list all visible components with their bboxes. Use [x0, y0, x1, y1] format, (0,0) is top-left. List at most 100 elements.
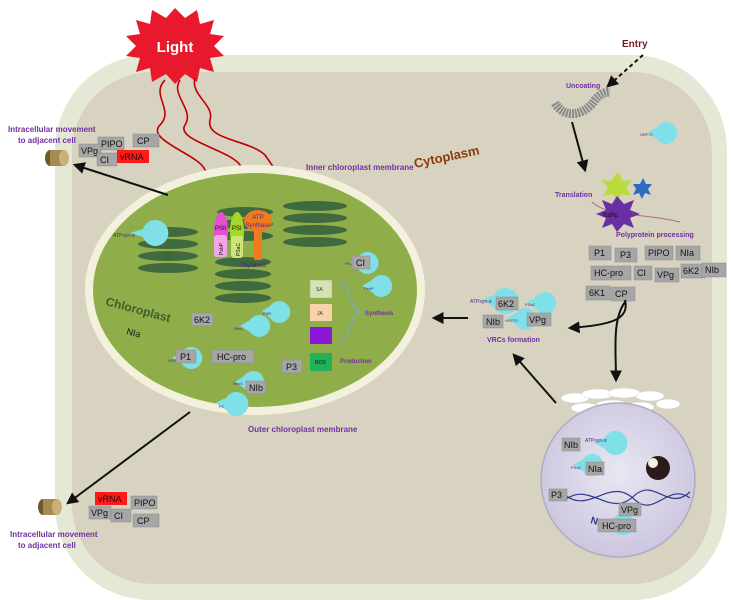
hc-pro-polyprotein-label: HC-pro	[594, 268, 623, 278]
atpsyn-host-factor	[130, 219, 169, 247]
ci-box-bottom	[110, 508, 132, 523]
nib-chloroplast-label: NIb	[249, 383, 263, 393]
pipo-bottom-label: PIPO	[134, 498, 156, 508]
atp-label: ATP	[252, 215, 263, 221]
psbp-box	[214, 235, 227, 257]
rbcl-host-factor	[240, 315, 271, 338]
light-burst: Light	[126, 8, 224, 84]
translation-star-green	[602, 172, 632, 202]
defense-molecules: SA JA ROS Synthesis Production	[309, 279, 394, 371]
synthesis-brace	[337, 281, 363, 343]
entry-arrow	[606, 54, 644, 88]
nia-box-polyprotein	[675, 245, 701, 261]
ci-bottom-label: CI	[114, 511, 123, 521]
fnr-host-factor-label: FNR	[263, 311, 271, 316]
cp-top-label: CP	[137, 136, 150, 146]
vpg-nucleus-label: VPg	[621, 505, 638, 515]
6k2-box-chloroplast	[190, 312, 214, 327]
cp-polyprotein-label: CP	[615, 289, 628, 299]
nucleus-proteins: NIb NIa P3 VPg HC-pro	[548, 437, 642, 533]
production-label: Production	[340, 359, 372, 365]
rbcl-host-factor-label: RbcL	[234, 326, 244, 331]
psac-box	[231, 236, 243, 258]
chloroplast-proteins: CI 6K2 NIa P1 HC-pro P3 NIb	[125, 255, 371, 395]
arrow-chloroplast-to-top-movement	[72, 162, 169, 196]
dna-strand-2	[564, 490, 691, 506]
translation-star-blue	[633, 178, 652, 199]
p3-box-nucleus	[548, 488, 568, 502]
nia-chloroplast-label: NIa	[125, 326, 141, 339]
sa-box	[309, 279, 333, 299]
hsp70-cytoplasm-host-factor	[648, 122, 678, 145]
movement-top-line1: Intracellular movement	[8, 125, 96, 134]
vpg-bottom-label: VPg	[91, 508, 108, 518]
nia-box-nucleus	[585, 461, 605, 476]
ja-label: JA	[317, 311, 324, 317]
p1-box-polyprotein	[588, 245, 612, 261]
nia-nucleus-label: NIa	[588, 464, 602, 474]
nib-nucleus-label: NIb	[564, 440, 578, 450]
psii-label: PSII	[215, 226, 227, 232]
hc-pro-nucleus-label: HC-pro	[602, 521, 631, 531]
hsp70-cytoplasm-label: HSP70	[640, 132, 653, 137]
uncoating-label: Uncoating	[566, 83, 600, 90]
cp-box-top	[132, 133, 160, 148]
hc-pro-box-nucleus	[597, 518, 637, 533]
pipo-top-label: PIPO	[101, 139, 123, 149]
arrow-nucleus-to-vrc	[512, 353, 557, 404]
ci-chloroplast-label: CI	[356, 258, 365, 268]
hsp70-host-factor-label: HSP70	[168, 358, 181, 363]
cp-box-polyprotein	[610, 286, 636, 302]
thylakoid-label: Thylakoid	[240, 263, 266, 269]
purple-box	[310, 327, 332, 344]
arrow-chloroplast-to-bottom-movement	[66, 411, 191, 505]
outer-membrane-label: Outer chloroplast membrane	[248, 425, 358, 434]
entry-label: Entry	[622, 39, 648, 50]
vpg-box-nucleus	[618, 502, 642, 517]
psbp-host-factor	[362, 275, 393, 297]
pc-host-factor	[215, 391, 249, 417]
atpsyn-nucleus-label: ATPsyn-α	[585, 438, 607, 444]
nucleolus-inner	[648, 458, 658, 468]
nucleus	[540, 402, 696, 558]
top-left-proteins: PIPO CP VPg CI vRNA	[78, 133, 160, 167]
cp-box-bottom	[132, 513, 160, 528]
psac-vrc-label: PSaC	[525, 302, 536, 307]
vrna-box-bottom	[95, 492, 127, 505]
vpg-box-top	[78, 143, 102, 158]
rbcs-host-factor-label: RbcS	[233, 381, 243, 386]
ci-top-label: CI	[100, 155, 109, 165]
atpsyn-nucleus-host-factor	[595, 431, 628, 456]
pipo-box-top	[97, 136, 125, 151]
vpg-top-label: VPg	[81, 146, 98, 156]
vrna-box-top	[117, 150, 149, 163]
movement-top-line2: to adjacent cell	[18, 136, 76, 145]
p1-polyprotein-label: P1	[594, 248, 605, 258]
plasmodesma-bottom	[38, 499, 62, 515]
rdrp-star	[596, 196, 640, 232]
polyprotein-label: Polyprotein processing	[616, 232, 694, 239]
rdrp-label: RdRp	[603, 213, 619, 219]
ci-box-chloroplast	[351, 255, 371, 270]
6k2-chloroplast-label: 6K2	[194, 315, 210, 325]
nia-polyprotein-label: NIa	[680, 248, 694, 258]
atpsyn-host-factor-label: ATPsyn-α	[113, 233, 135, 239]
psac-host-factor-label: PSaC	[345, 261, 356, 266]
nib-box-nucleus	[561, 437, 581, 452]
vrc-complex: ATPsyn-α PSaC HSP70 6K2 NIb VPg	[470, 287, 557, 330]
ros-label: ROS	[315, 360, 327, 366]
plasmodesma-top	[45, 150, 69, 166]
vpg-polyprotein-label: VPg	[657, 270, 674, 280]
bottom-left-proteins: vRNA PIPO VPg CI CP	[88, 492, 160, 528]
atp-synthase-head	[244, 210, 272, 232]
vrcs-formation-label: VRCs formation	[487, 337, 540, 344]
inner-membrane-label: Inner chloroplast membrane	[306, 163, 414, 172]
pc-host-factor-label: PC	[219, 404, 225, 409]
psac-nucleus-label: PSaC	[571, 465, 582, 470]
ci-box-polyprotein	[633, 265, 653, 281]
p1-chloroplast-label: P1	[180, 352, 191, 362]
psac-vrc-host-factor	[527, 292, 557, 315]
pipo-box-bottom	[130, 495, 158, 510]
pipo-polyprotein-label: PIPO	[648, 248, 670, 258]
6k2-polyprotein-label: 6K2	[683, 266, 699, 276]
